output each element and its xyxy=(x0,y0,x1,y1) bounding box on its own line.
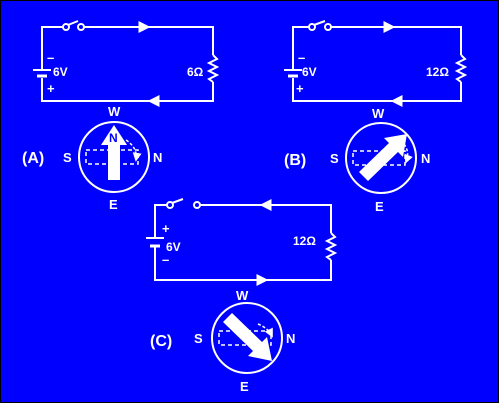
compass-c-ring xyxy=(211,302,283,374)
resistor-c xyxy=(324,232,338,261)
wire-a-bottom xyxy=(41,78,214,102)
wire-b-top-right xyxy=(331,26,462,55)
compass-c-bottom: E xyxy=(240,379,249,394)
switch-a-lever xyxy=(67,20,79,26)
compass-a-top: W xyxy=(108,104,121,119)
compass-a-left: S xyxy=(63,150,72,165)
circuit-c xyxy=(146,198,338,286)
battery-a-polarity-bottom: + xyxy=(47,81,55,96)
compass-c-top: W xyxy=(236,288,249,303)
compass-a-deflection-arc xyxy=(125,139,142,162)
wire-a-top-right xyxy=(84,26,214,55)
switch-a-contact-left xyxy=(62,23,70,31)
compass-b-ring xyxy=(345,122,417,194)
compass-c xyxy=(211,302,283,374)
compass-a-needle xyxy=(101,125,127,180)
compass-b-top: W xyxy=(372,106,385,121)
wire-b-bottom xyxy=(292,78,462,102)
resistor-c-value: 12Ω xyxy=(293,234,316,248)
compass-a-ring xyxy=(78,121,150,193)
wire-a-top-left xyxy=(41,26,63,70)
wire-c-bottom xyxy=(154,246,332,281)
compass-b-deflection-arc xyxy=(403,143,413,164)
compass-a-needle-label: N xyxy=(109,131,118,145)
battery-b-polarity-top: – xyxy=(298,50,305,65)
compass-b-needle xyxy=(359,134,407,181)
switch-b-lever xyxy=(313,20,326,26)
compass-a xyxy=(78,121,150,193)
battery-b-voltage: 6V xyxy=(302,65,317,79)
battery-c-voltage: 6V xyxy=(166,240,181,254)
wire-c-top-right xyxy=(200,204,332,233)
compass-c-right: N xyxy=(286,331,295,346)
battery-b-polarity-bottom: + xyxy=(296,81,304,96)
compass-c-deflection-arc xyxy=(257,323,273,338)
resistor-b-value: 12Ω xyxy=(426,65,449,79)
switch-b-contact-left xyxy=(308,23,316,31)
switch-c-lever xyxy=(171,198,184,204)
resistor-a xyxy=(206,54,220,83)
compass-c-left: S xyxy=(194,331,203,346)
compass-c-rest-needle xyxy=(218,330,272,346)
wire-b-top-left xyxy=(292,26,309,70)
resistor-a-value: 6Ω xyxy=(187,65,204,79)
switch-c-contact-left xyxy=(166,201,174,209)
label-c: (C) xyxy=(150,333,172,350)
circuit-a xyxy=(33,20,220,107)
battery-c-polarity-top: + xyxy=(162,221,170,236)
compass-b-left: S xyxy=(330,151,339,166)
circuit-b xyxy=(284,20,468,107)
compass-b-right: N xyxy=(421,151,430,166)
wire-c-top-left xyxy=(154,204,167,238)
battery-a-polarity-top: – xyxy=(47,50,54,65)
compass-c-needle xyxy=(223,313,272,361)
battery-c-polarity-bottom: – xyxy=(162,252,169,267)
compass-b-bottom: E xyxy=(375,199,384,214)
resistor-b xyxy=(454,54,468,83)
battery-a-voltage: 6V xyxy=(53,65,68,79)
label-a: (A) xyxy=(22,150,44,167)
compass-b xyxy=(345,122,417,194)
label-b: (B) xyxy=(284,152,306,169)
compass-a-right: N xyxy=(153,150,162,165)
compass-a-bottom: E xyxy=(109,197,118,212)
